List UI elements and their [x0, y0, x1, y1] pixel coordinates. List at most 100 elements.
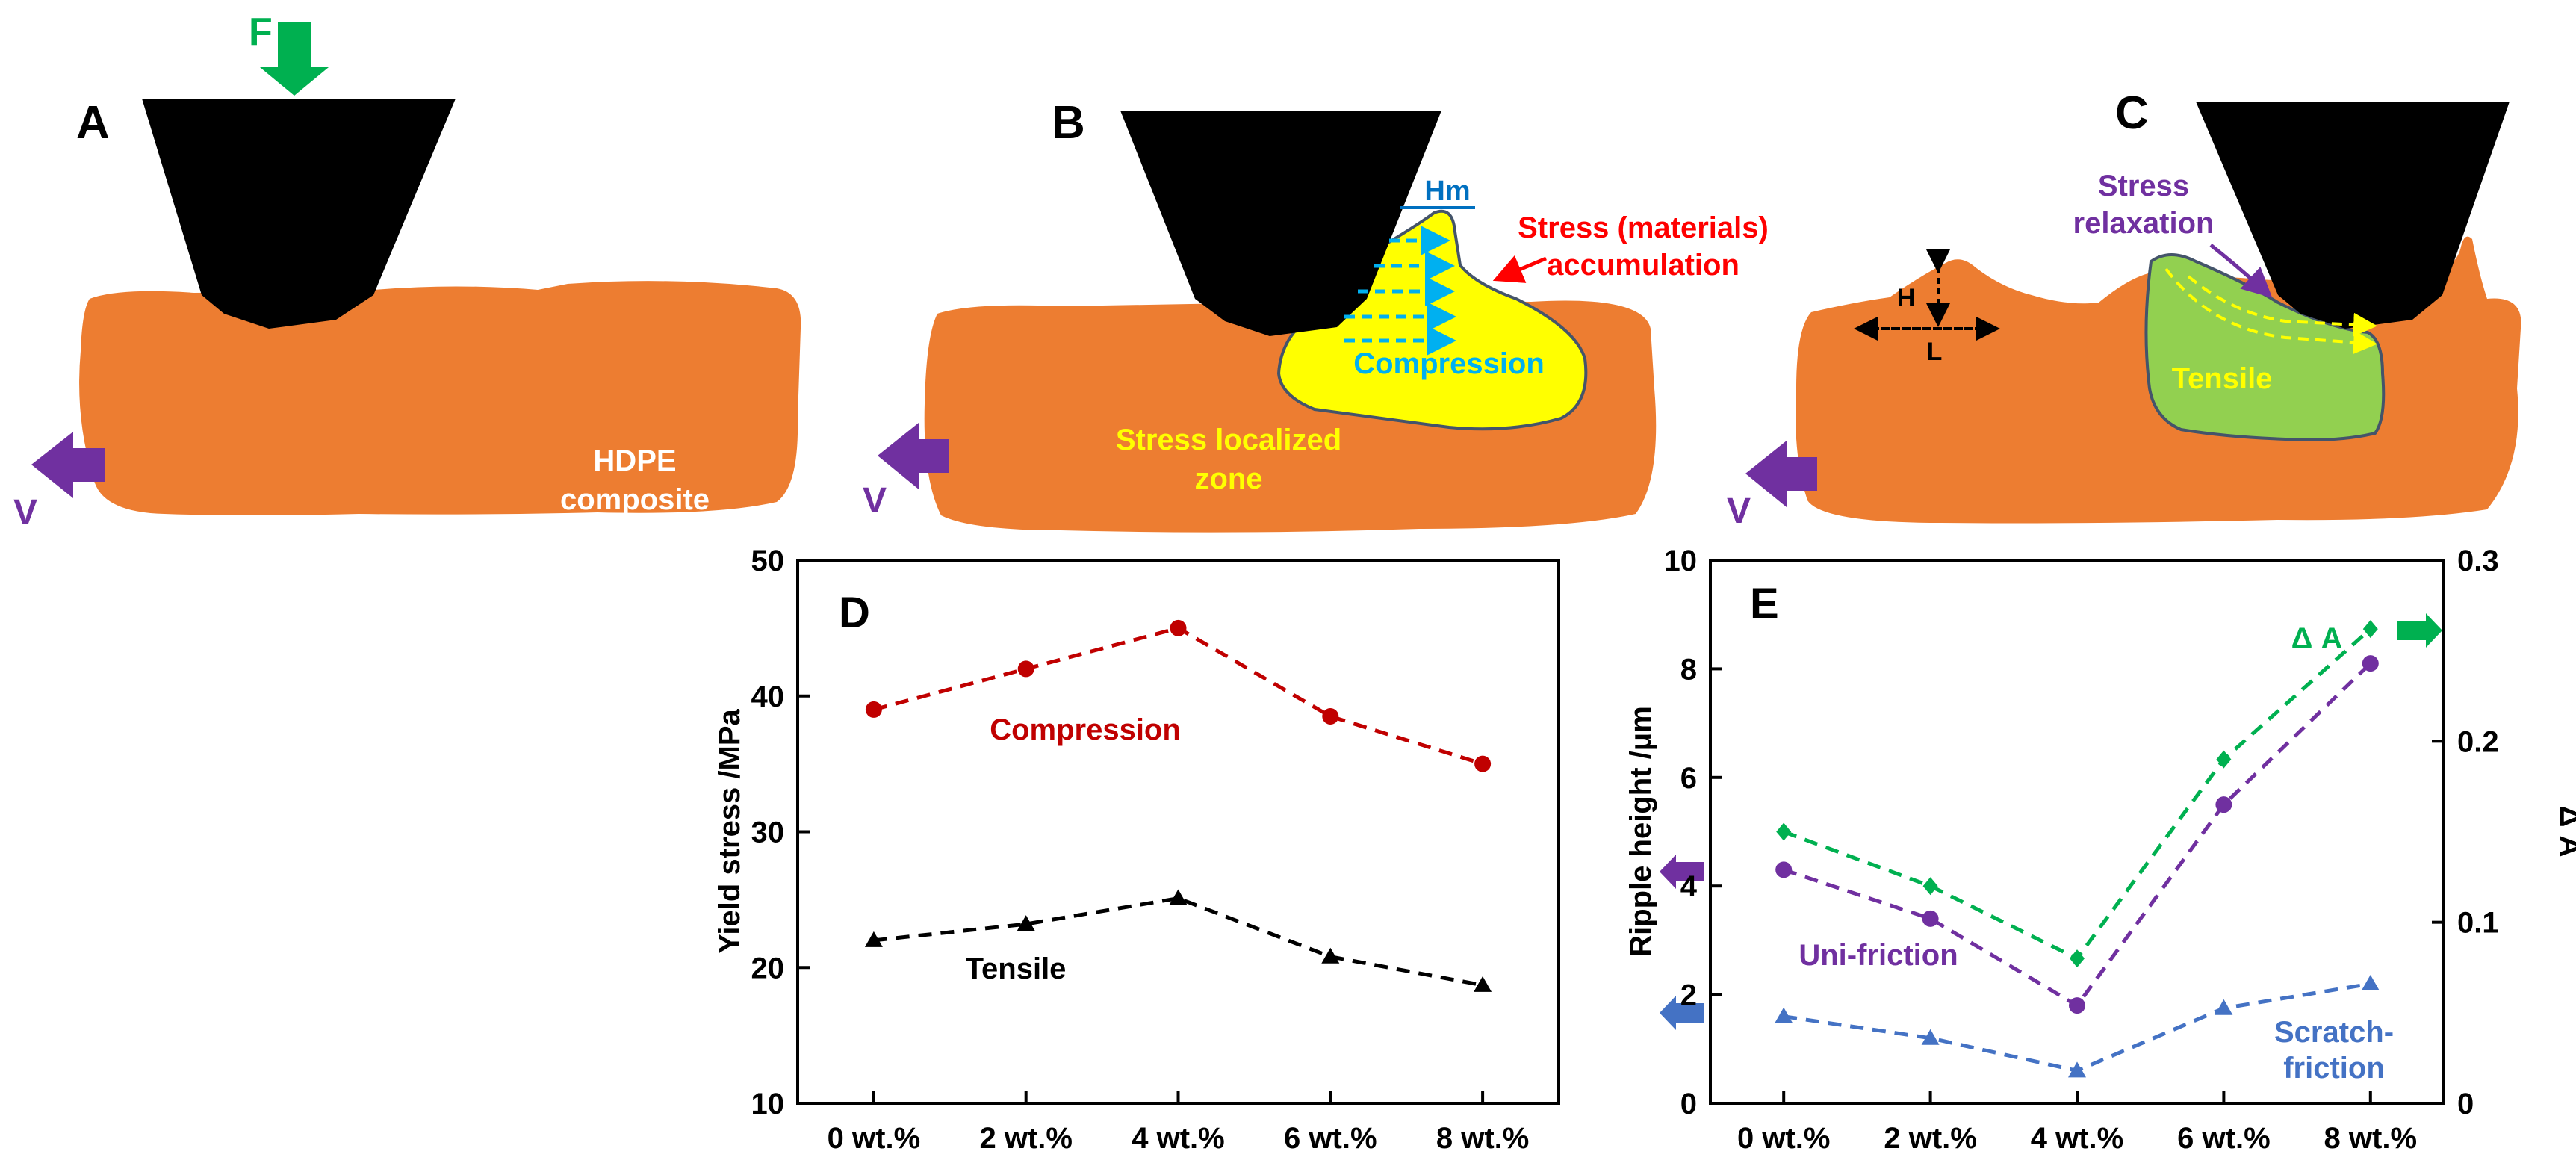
y-tick-label: 8	[1680, 653, 1697, 686]
data-point	[2362, 655, 2379, 672]
chart-d: D Yield stress /MPa Compression Tensile …	[713, 545, 1560, 1155]
y-tick-label: 50	[751, 545, 785, 577]
ripple-length-label: L	[1927, 338, 1943, 366]
panel-c: Tensile Stress relaxation H L C V	[1727, 87, 2521, 531]
indenter	[142, 99, 456, 329]
velocity-arrow-icon	[31, 432, 105, 498]
data-point	[2215, 999, 2233, 1015]
series-label-scratch-1: Scratch-	[2274, 1016, 2394, 1049]
accumulation-pointer-icon	[1492, 255, 1547, 283]
x-tick-label: 0 wt.%	[1737, 1122, 1830, 1155]
velocity-label-a: V	[13, 493, 37, 533]
x-tick-label: 2 wt.%	[979, 1122, 1072, 1155]
hdpe-label: HDPE	[593, 444, 676, 477]
y-tick-label: 2	[1680, 979, 1697, 1012]
velocity-label-c: V	[1727, 492, 1751, 531]
data-point	[1017, 915, 1035, 931]
composite-label: composite	[560, 483, 710, 516]
y2-tick-label: 0.3	[2457, 545, 2499, 577]
axis-arrow-uni-icon	[1660, 855, 1704, 889]
data-point	[1921, 1029, 1940, 1045]
chart-e-y2label: Δ A	[2554, 806, 2576, 858]
compression-zone-label: Compression	[1353, 347, 1545, 380]
chart-d-ylabel: Yield stress /MPa	[713, 708, 746, 953]
data-point	[1775, 1007, 1793, 1023]
y-tick-label: 0	[1680, 1088, 1697, 1120]
force-label: F	[249, 10, 273, 54]
ripple-height-label: H	[1897, 284, 1916, 312]
panel-letter-a: A	[76, 97, 110, 149]
y-tick-label: 20	[751, 952, 785, 985]
axis-arrow-scratch-icon	[1660, 996, 1704, 1030]
data-point	[1922, 877, 1938, 896]
y-tick-label: 6	[1680, 762, 1697, 795]
panel-letter-b: B	[1052, 97, 1085, 149]
series-label-tensile: Tensile	[966, 952, 1067, 985]
y-tick-label: 10	[1664, 545, 1698, 577]
series-line	[873, 896, 1483, 987]
x-tick-label: 4 wt.%	[1132, 1122, 1224, 1155]
relaxation-pointer-icon	[2209, 244, 2273, 298]
indenter-c	[2196, 102, 2510, 329]
x-tick-label: 4 wt.%	[2031, 1122, 2123, 1155]
y-tick-label: 10	[751, 1088, 785, 1120]
data-point	[2361, 975, 2380, 991]
y2-tick-label: 0	[2457, 1088, 2474, 1120]
x-tick-label: 8 wt.%	[2324, 1122, 2417, 1155]
data-point	[1775, 861, 1793, 878]
x-tick-label: 2 wt.%	[1884, 1122, 1976, 1155]
data-point	[1922, 910, 1939, 927]
force-arrow-icon	[260, 22, 329, 96]
tensile-zone-label: Tensile	[2172, 362, 2273, 395]
data-point	[2068, 1061, 2086, 1078]
accumulation-label-2: accumulation	[1547, 249, 1739, 282]
axis-arrow-delta-icon	[2397, 613, 2442, 648]
relaxation-label-2: relaxation	[2073, 207, 2215, 240]
hdpe-composite-body	[79, 281, 801, 515]
data-point	[2216, 750, 2232, 769]
series-label-scratch-2: friction	[2283, 1052, 2385, 1085]
data-point	[2070, 949, 2085, 968]
data-point	[1322, 708, 1339, 725]
panel-letter-d: D	[839, 589, 870, 637]
velocity-label-b: V	[863, 481, 887, 521]
chart-e-ylabel: Ripple height /μm	[1624, 706, 1657, 957]
data-point	[865, 701, 882, 718]
data-point	[1474, 755, 1492, 772]
data-point	[1321, 947, 1340, 964]
data-point	[1017, 660, 1034, 678]
x-tick-label: 8 wt.%	[1436, 1122, 1529, 1155]
data-point	[1776, 822, 1792, 841]
panel-letter-c: C	[2115, 87, 2149, 139]
chart-e: E Ripple height /μm Δ A Uni-friction Scr…	[1624, 545, 2576, 1155]
velocity-arrow-icon-b	[878, 423, 949, 489]
y2-tick-label: 0.1	[2457, 907, 2499, 940]
x-tick-label: 6 wt.%	[1284, 1122, 1377, 1155]
compression-arrows	[1344, 226, 1456, 356]
data-point	[1474, 976, 1492, 992]
data-point	[864, 931, 883, 947]
series-label-uni-friction: Uni-friction	[1798, 939, 1958, 972]
y-tick-label: 40	[751, 680, 785, 713]
panel-a: F A V HDPE composite	[13, 10, 801, 533]
x-tick-label: 0 wt.%	[828, 1122, 920, 1155]
data-point	[1170, 619, 1187, 636]
ripple-dimension-arrows	[1854, 249, 2000, 341]
y-tick-label: 30	[751, 816, 785, 849]
y2-tick-label: 0.2	[2457, 725, 2499, 758]
data-point	[1169, 889, 1188, 905]
indenter-b	[1120, 111, 1441, 336]
data-point	[2215, 796, 2232, 813]
series-label-delta-a: Δ A	[2291, 622, 2343, 655]
chart-d-frame	[796, 559, 1560, 1105]
y-tick-label: 4	[1680, 870, 1698, 903]
data-point	[2069, 997, 2085, 1014]
tensile-arrows	[2164, 267, 2377, 355]
data-point	[2362, 620, 2378, 639]
series-line	[1783, 627, 2372, 961]
accumulation-label-1: Stress (materials)	[1518, 211, 1769, 244]
relaxation-label-1: Stress	[2098, 170, 2189, 202]
panel-b: Hm Compression Stress (materials) accumu…	[863, 97, 1769, 533]
stress-zone-label-2: zone	[1194, 462, 1262, 495]
panel-letter-e: E	[1750, 580, 1779, 628]
